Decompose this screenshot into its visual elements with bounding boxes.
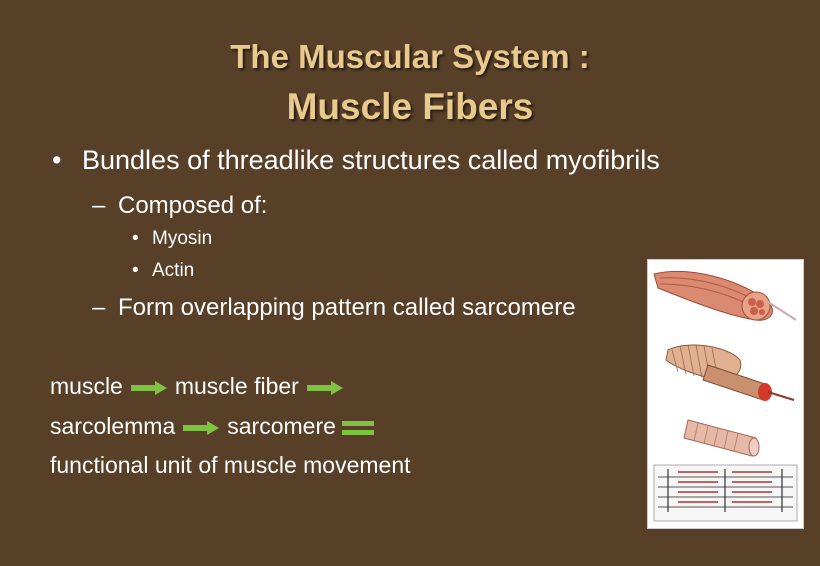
bullet-text: Bundles of threadlike structures called …: [82, 145, 660, 175]
sub-bullet-composed: –Composed of:: [92, 192, 267, 220]
bullet-myofibrils: • Bundles of threadlike structures called…: [52, 145, 660, 176]
flow-word-functional-unit: functional unit of muscle movement: [50, 452, 411, 478]
right-arrow-icon: [306, 380, 343, 395]
sub-sub-bullet-myosin: • Myosin: [132, 228, 212, 250]
dash-icon: –: [92, 192, 106, 219]
right-arrow-icon: [183, 420, 220, 435]
flow-word-sarcolemma: sarcolemma: [50, 413, 176, 439]
sub-sub-bullet-actin: • Actin: [132, 260, 194, 282]
sub-bullet-text: Composed of:: [118, 192, 268, 219]
flow-line-3: functional unit of muscle movement: [50, 452, 411, 479]
equals-icon: [341, 420, 374, 435]
item-text: Actin: [152, 260, 195, 281]
bullet-dot-icon: •: [52, 145, 62, 175]
muscle-anatomy-illustration: [653, 271, 798, 522]
slide-subtitle: Muscle Fibers: [286, 86, 534, 127]
flow-word-muscle-fiber: muscle fiber: [174, 373, 299, 399]
bullet-dot-icon: •: [132, 228, 139, 249]
flow-line-2: sarcolemma sarcomere: [50, 413, 374, 440]
flow-word-muscle: muscle: [50, 373, 123, 399]
bullet-dot-icon: •: [132, 260, 139, 281]
flow-line-1: muscle muscle fiber: [50, 373, 351, 400]
right-arrow-icon: [130, 380, 167, 395]
sub-bullet-text: Form overlapping pattern called sarcomer…: [118, 294, 576, 321]
dash-icon: –: [92, 294, 106, 321]
flow-word-sarcomere: sarcomere: [227, 413, 336, 439]
slide-title: The Muscular System :: [230, 38, 590, 75]
item-text: Myosin: [152, 228, 213, 249]
muscle-anatomy-figure: [647, 259, 804, 529]
sub-bullet-sarcomere: –Form overlapping pattern called sarcome…: [92, 294, 576, 322]
